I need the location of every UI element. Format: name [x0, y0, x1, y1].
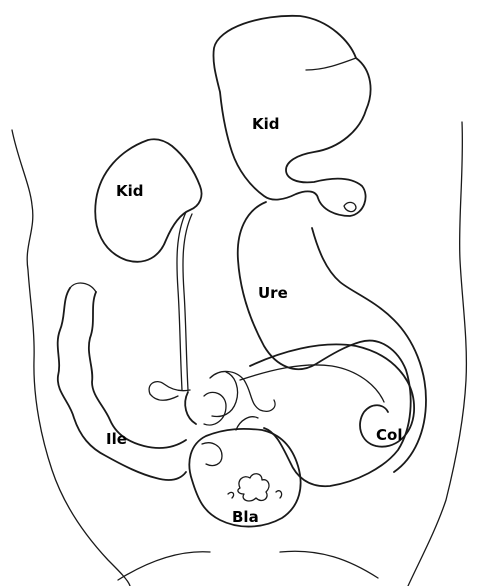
bladder-fold — [202, 443, 222, 466]
ureter-curl-left2 — [150, 394, 178, 400]
label-kidney-left: Kid — [116, 182, 144, 200]
ureter-curl-left — [149, 382, 190, 394]
label-kidney-upper: Kid — [252, 115, 280, 133]
kidney-upper — [213, 16, 370, 216]
ureter-hook — [185, 392, 196, 424]
label-ureter: Ure — [258, 284, 288, 302]
ureter-curl-right — [210, 371, 275, 411]
ileum-inner — [89, 292, 186, 448]
pelvic-floor-right — [280, 551, 378, 578]
ileum-outer — [58, 288, 186, 480]
kidney-upper-hilum — [344, 202, 356, 211]
ileum-top — [70, 283, 96, 292]
pelvic-floor-left — [118, 552, 210, 580]
label-bladder: Bla — [232, 508, 259, 526]
bladder-orifice-right — [276, 491, 282, 498]
ureter-loop-mid2 — [204, 392, 226, 425]
body-outline-left — [12, 130, 130, 586]
bladder-neck — [236, 417, 258, 430]
colon-inner-fold — [240, 365, 384, 402]
label-ileum: Ile — [106, 430, 127, 448]
ureter-left-b — [183, 214, 192, 390]
ureter-loop-mid — [212, 372, 238, 416]
label-colon: Col — [376, 426, 402, 444]
kidney-upper-lobe — [306, 58, 356, 70]
kidney-left — [95, 139, 201, 262]
bladder-orifice-left — [228, 492, 234, 498]
bladder-trigone — [238, 474, 269, 501]
